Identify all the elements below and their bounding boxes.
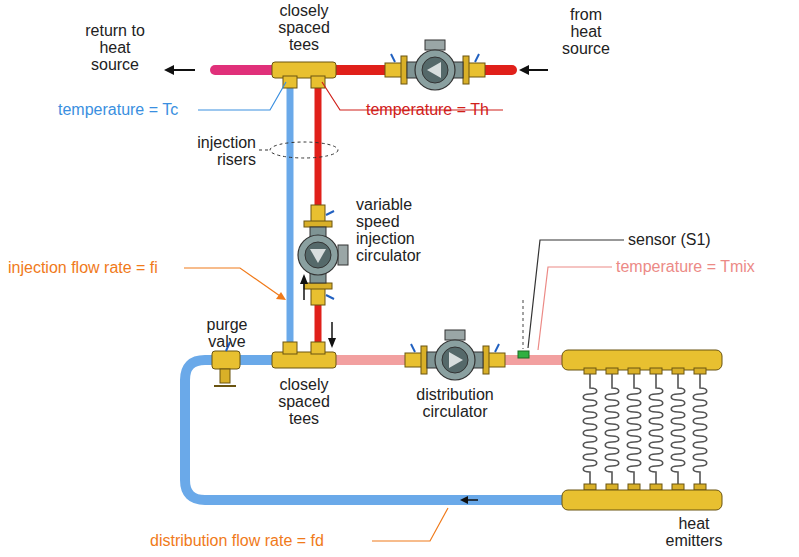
pipe-label: return to heat source [82,22,148,73]
injection-circulator [298,205,348,305]
valve-label: purge valve [196,316,258,350]
distribution-circulator [405,330,505,380]
temperature-label: temperature = Th [366,101,516,118]
risers-marker [270,142,338,158]
circulator-label: distribution circulator [398,386,512,420]
riser-label: injection risers [172,134,256,168]
tee-label: closely spaced tees [264,376,344,427]
sensor [518,351,529,358]
bottom-tees [272,342,336,368]
return-manifold [562,484,722,510]
distribution-return-pipe [185,360,565,500]
flow-rate-label: injection flow rate = fi [8,259,188,276]
heat-emitter-coils [583,374,707,492]
supply-manifold [562,350,722,374]
temperature-label: temperature = Tmix [616,258,791,275]
leader-arrowhead [276,292,286,300]
flow-arrows [164,65,548,504]
emitter-label: heat emitters [652,515,736,549]
tee-label: closely spaced tees [265,2,343,53]
flow-rate-label: distribution flow rate = fd [150,532,372,549]
sensor-label: sensor (S1) [628,231,738,248]
cool-riser [287,72,294,360]
temperature-label: temperature = Tc [58,101,208,118]
heat-source-circulator [385,40,485,90]
pipe-label: from heat source [556,6,616,57]
sensor-wire [523,300,524,349]
circulator-label: variable speed injection circulator [356,196,444,264]
top-tees [272,62,336,88]
